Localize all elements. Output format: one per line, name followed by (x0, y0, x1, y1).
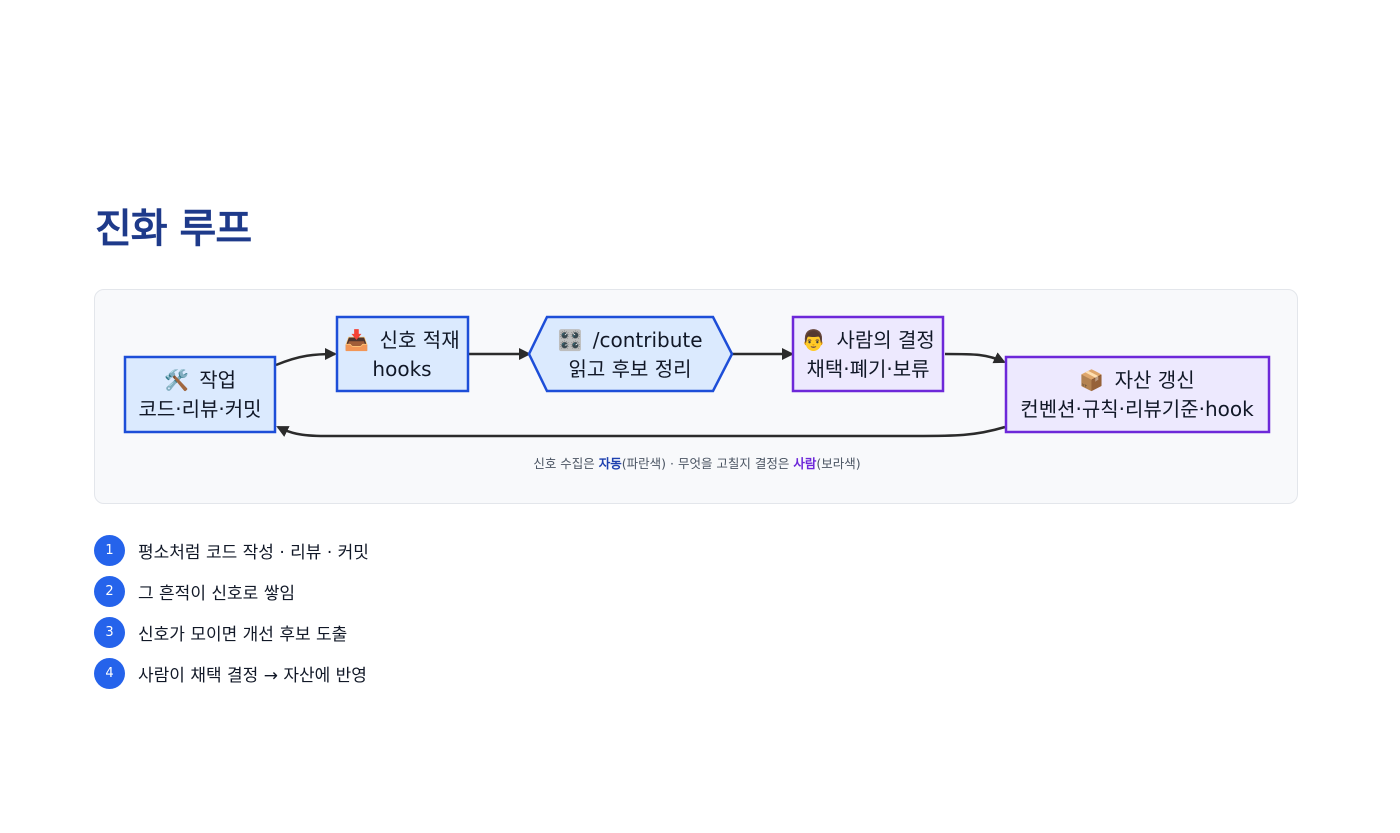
node-signal-title: 신호 적재 (380, 328, 460, 352)
node-asset: 📦 자산 갱신 컨벤션·규칙·리뷰기준·hook (1004, 355, 1271, 434)
svg-text:📥 신호 적재: 📥 신호 적재 (344, 328, 459, 352)
node-decision-title: 사람의 결정 (836, 328, 934, 352)
loop-diagram-panel: 🛠️ 작업 코드·리뷰·커밋 📥 신호 적재 hooks 🎛️ /contrib… (94, 289, 1298, 504)
step-text: 사람이 채택 결정 → 자산에 반영 (138, 666, 367, 686)
step-item: 2 그 흔적이 신호로 쌓임 (94, 576, 369, 607)
node-work: 🛠️ 작업 코드·리뷰·커밋 (123, 355, 277, 434)
inbox-icon: 📥 (344, 328, 369, 352)
node-contribute-title: /contribute (593, 328, 703, 352)
caption-text-1: 신호 수집은 (533, 456, 599, 471)
step-list: 1 평소처럼 코드 작성 · 리뷰 · 커밋 2 그 흔적이 신호로 쌓임 3 … (94, 535, 369, 699)
caption-auto-word: 자동 (598, 456, 622, 471)
node-asset-subtitle: 컨벤션·규칙·리뷰기준·hook (1020, 397, 1254, 421)
step-text: 그 흔적이 신호로 쌓임 (138, 584, 295, 604)
node-signal: 📥 신호 적재 hooks (335, 315, 470, 393)
loop-diagram: 🛠️ 작업 코드·리뷰·커밋 📥 신호 적재 hooks 🎛️ /contrib… (123, 315, 1271, 438)
page-title: 진화 루프 (95, 206, 252, 252)
node-asset-title: 자산 갱신 (1115, 368, 1195, 392)
svg-text:🛠️ 작업: 🛠️ 작업 (164, 368, 236, 392)
person-icon: 👨 (801, 328, 826, 352)
caption-human-word: 사람 (793, 456, 817, 471)
step-item: 1 평소처럼 코드 작성 · 리뷰 · 커밋 (94, 535, 369, 566)
node-contribute-subtitle: 읽고 후보 정리 (568, 357, 691, 381)
step-number-badge: 4 (94, 658, 125, 689)
node-decision-subtitle: 채택·폐기·보류 (806, 357, 929, 381)
step-number-badge: 1 (94, 535, 125, 566)
step-text: 신호가 모이면 개선 후보 도출 (138, 625, 348, 645)
diagram-caption: 신호 수집은 자동(파란색) · 무엇을 고칠지 결정은 사람(보라색) (95, 453, 1299, 472)
control-knobs-icon: 🎛️ (557, 328, 582, 352)
node-signal-subtitle: hooks (372, 357, 431, 381)
node-work-title: 작업 (199, 368, 236, 392)
edge-decision-asset (944, 352, 1006, 364)
work-icon: 🛠️ (164, 368, 189, 392)
caption-text-2: (파란색) · 무엇을 고칠지 결정은 (621, 456, 794, 471)
step-item: 4 사람이 채택 결정 → 자산에 반영 (94, 658, 369, 689)
package-icon: 📦 (1079, 368, 1104, 392)
svg-text:👨 사람의 결정: 👨 사람의 결정 (801, 328, 935, 352)
step-number-badge: 2 (94, 576, 125, 607)
node-contribute: 🎛️ /contribute 읽고 후보 정리 (527, 315, 734, 393)
step-text: 평소처럼 코드 작성 · 리뷰 · 커밋 (138, 543, 369, 563)
edge-asset-work (276, 425, 1006, 438)
edge-work-signal (275, 348, 337, 367)
step-item: 3 신호가 모이면 개선 후보 도출 (94, 617, 369, 648)
node-work-subtitle: 코드·리뷰·커밋 (138, 397, 261, 421)
step-number-badge: 3 (94, 617, 125, 648)
svg-text:📦 자산 갱신: 📦 자산 갱신 (1079, 368, 1194, 392)
svg-text:🎛️ /contribute: 🎛️ /contribute (557, 328, 702, 352)
caption-text-3: (보라색) (816, 456, 861, 471)
node-decision: 👨 사람의 결정 채택·폐기·보류 (791, 315, 945, 393)
